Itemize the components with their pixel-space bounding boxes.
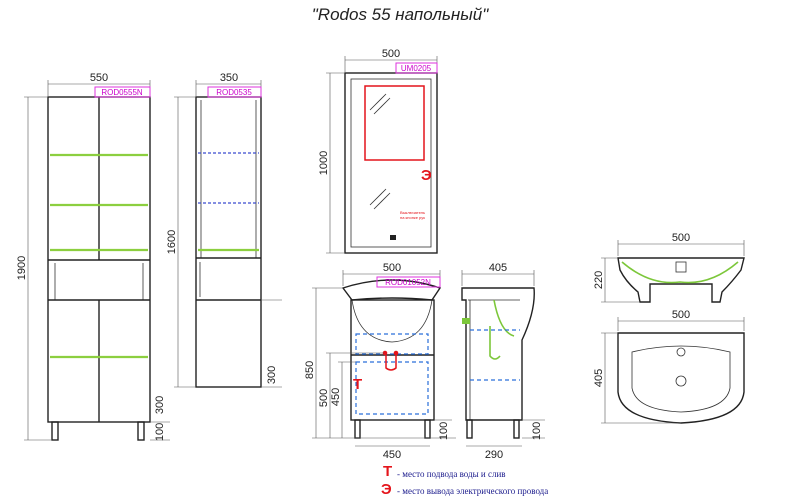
vanity-front-drawing: Т 500 ROD01052N 850 500 450 100 450: [304, 262, 456, 461]
mirror-socket-mark: Э: [421, 167, 432, 184]
vanity-side-depth-label: 405: [489, 262, 507, 274]
basin-top-width-label: 500: [672, 309, 690, 321]
cabinet-tall-legs-label: 100: [154, 423, 166, 441]
mirror-width-label: 500: [382, 48, 400, 60]
vanity-front-legs-label: 100: [438, 422, 450, 440]
vanity-front-pipes2-label: 450: [330, 388, 342, 406]
vanity-pipe-mark: Т: [353, 376, 362, 393]
basin-top-drawing: 500 405: [593, 309, 745, 424]
vanity-front-width-label: 500: [383, 262, 401, 274]
legend-mark-pipes: Т: [383, 463, 392, 480]
legend-text-pipes: - место подвода воды и слив: [397, 469, 506, 479]
mirror-drawing: Э Выключатель на кнопке рук 500 UM0205 1…: [318, 48, 438, 254]
cabinet-tall-code: ROD0555N: [101, 88, 143, 97]
vanity-front-code: ROD01052N: [385, 278, 431, 287]
legend-text-electric: - место вывода электрического провода: [397, 486, 548, 496]
cabinet-tall-width-label: 550: [90, 72, 108, 84]
cabinet-tall-lower-label: 300: [154, 396, 166, 414]
cabinet-narrow-drawing: 350 ROD0535 1600 300: [166, 72, 282, 388]
basin-top-depth-label: 405: [593, 369, 605, 387]
basin-side-drawing: 500 220: [593, 232, 745, 303]
sheet-title: "Rodos 55 напольный": [312, 5, 489, 24]
vanity-front-pipes-label: 500: [318, 389, 330, 407]
basin-side-height-label: 220: [593, 271, 605, 289]
legend-mark-electric: Э: [381, 481, 392, 498]
legend: Т - место подвода воды и слив Э - место …: [381, 463, 548, 498]
cabinet-narrow-height-label: 1600: [166, 230, 178, 254]
mirror-socket-caption-1: Выключатель: [400, 210, 425, 215]
cabinet-narrow-width-label: 350: [220, 72, 238, 84]
mirror-code: UM0205: [401, 64, 432, 73]
cabinet-narrow-bottom-label: 300: [266, 366, 278, 384]
cabinet-tall-drawing: 550 ROD0555N 1900 300 100: [16, 72, 170, 441]
cabinet-tall-height-label: 1900: [16, 256, 28, 280]
cabinet-narrow-code: ROD0535: [216, 88, 252, 97]
basin-side-width-label: 500: [672, 232, 690, 244]
mirror-height-label: 1000: [318, 151, 330, 175]
vanity-side-legs-label: 100: [531, 422, 543, 440]
vanity-side-bottom-depth-label: 290: [485, 449, 503, 461]
vanity-front-height-label: 850: [304, 361, 316, 379]
vanity-front-bottom-width-label: 450: [383, 449, 401, 461]
mirror-socket-caption-2: на кнопке рук: [400, 215, 425, 220]
vanity-side-drawing: 405 290 100: [461, 262, 545, 461]
